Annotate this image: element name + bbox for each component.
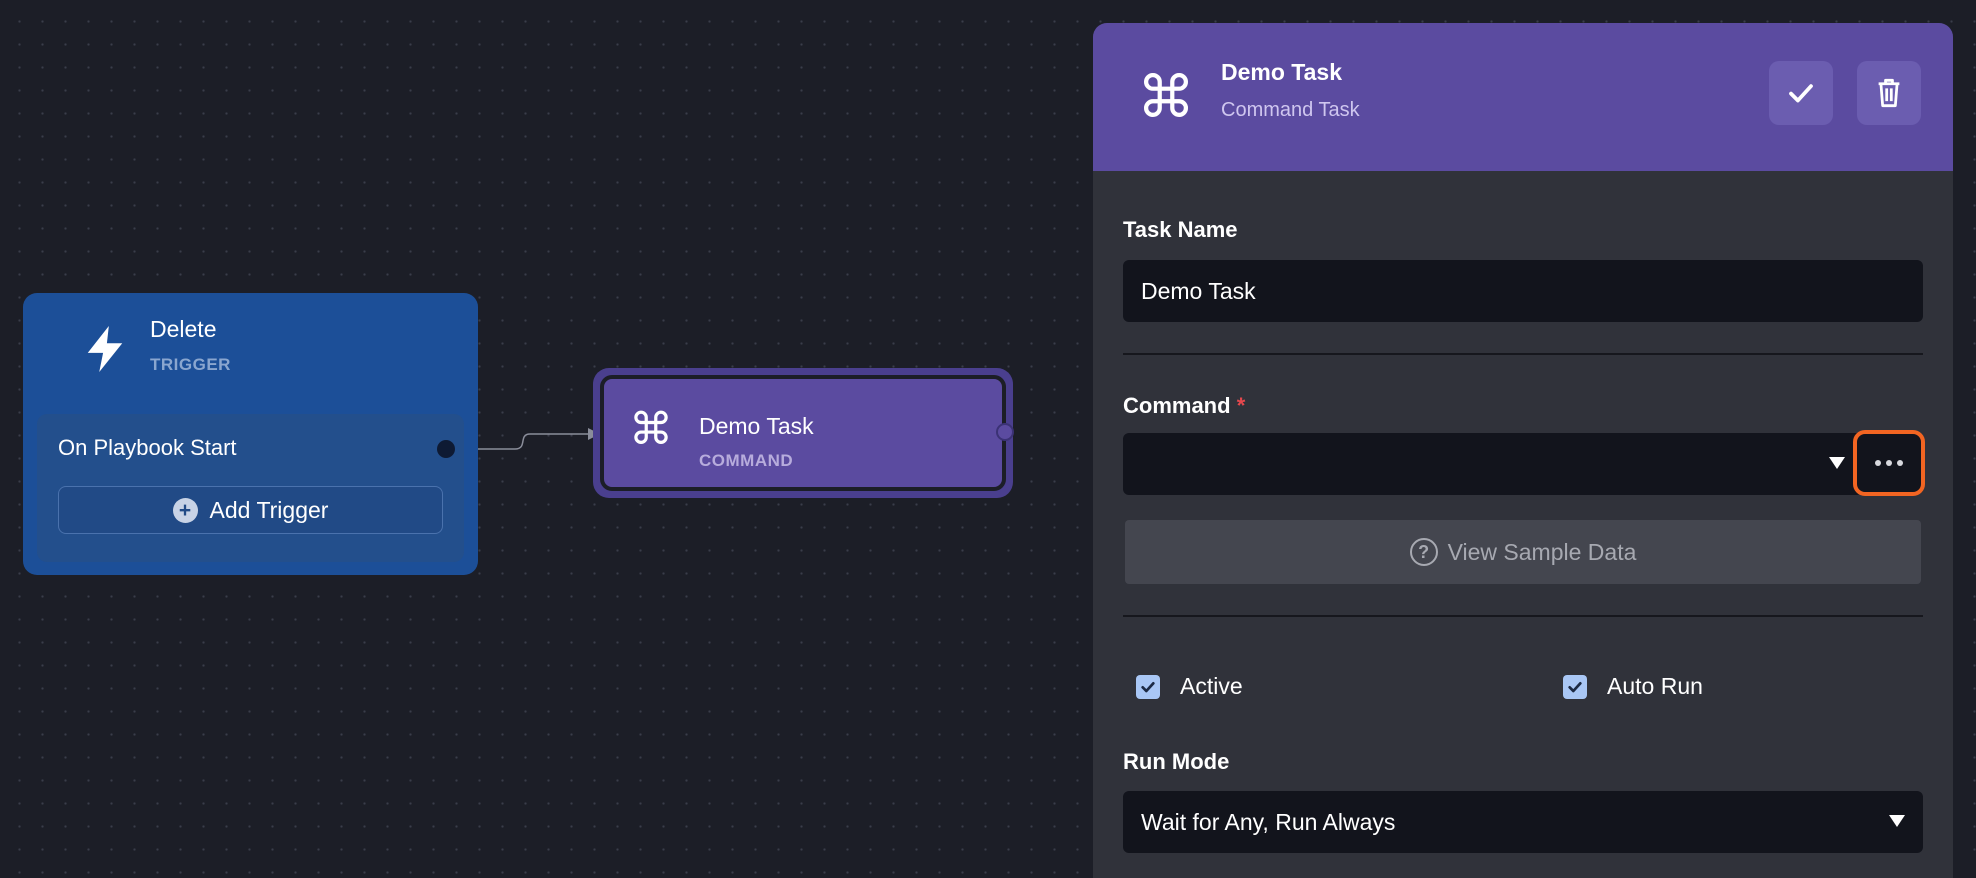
view-sample-data-label: View Sample Data <box>1447 538 1637 565</box>
command-task-node-body: ⌘ Demo Task COMMAND <box>600 375 1006 491</box>
trigger-event-card: On Playbook Start + Add Trigger <box>37 414 464 562</box>
command-more-options-button[interactable] <box>1853 430 1925 496</box>
view-sample-data-button[interactable]: ? View Sample Data <box>1125 520 1921 584</box>
trigger-node-title: Delete <box>150 316 217 342</box>
plus-circle-icon: + <box>172 497 198 523</box>
more-dot <box>1897 460 1903 466</box>
run-mode-label: Run Mode <box>1123 749 1230 774</box>
auto-run-label: Auto Run <box>1607 673 1703 699</box>
add-trigger-label: Add Trigger <box>209 496 329 523</box>
panel-title: Demo Task <box>1221 59 1343 85</box>
active-label: Active <box>1180 673 1243 699</box>
command-task-node[interactable]: ⌘ Demo Task COMMAND <box>593 368 1013 498</box>
command-select[interactable] <box>1123 433 1863 495</box>
panel-header: ⌘ Demo Task Command Task <box>1093 23 1953 171</box>
trigger-node-type: TRIGGER <box>150 355 231 374</box>
auto-run-option[interactable]: Auto Run <box>1563 673 1703 700</box>
divider <box>1123 353 1923 355</box>
command-node-type: COMMAND <box>699 451 794 470</box>
more-dot <box>1886 460 1892 466</box>
question-circle-icon: ? <box>1409 538 1438 566</box>
trash-icon <box>1878 78 1900 108</box>
command-output-port[interactable] <box>996 423 1014 441</box>
task-editor-panel: ⌘ Demo Task Command Task Task Name Demo … <box>1093 23 1953 878</box>
trigger-node[interactable]: Delete TRIGGER On Playbook Start + Add T… <box>23 293 478 575</box>
command-label-text: Command <box>1123 393 1231 418</box>
run-mode-value: Wait for Any, Run Always <box>1141 808 1396 835</box>
check-icon <box>1141 681 1155 692</box>
run-mode-select[interactable]: Wait for Any, Run Always <box>1123 791 1923 853</box>
check-icon <box>1789 84 1813 103</box>
trigger-event-label: On Playbook Start <box>58 435 237 460</box>
required-mark: * <box>1236 393 1246 418</box>
save-button[interactable] <box>1769 61 1833 125</box>
task-name-label: Task Name <box>1123 217 1238 242</box>
command-node-title: Demo Task <box>699 413 814 439</box>
divider <box>1123 615 1923 617</box>
delete-button[interactable] <box>1857 61 1921 125</box>
more-dot <box>1875 460 1881 466</box>
chevron-down-icon <box>1829 457 1845 469</box>
task-name-input[interactable]: Demo Task <box>1123 260 1923 322</box>
trigger-output-port[interactable] <box>437 440 455 458</box>
command-label: Command * <box>1123 393 1245 419</box>
auto-run-checkbox[interactable] <box>1563 674 1587 699</box>
add-trigger-button[interactable]: + Add Trigger <box>58 486 443 534</box>
lightning-bolt-icon <box>75 319 135 379</box>
panel-subtitle: Command Task <box>1221 99 1360 121</box>
check-icon <box>1568 681 1582 692</box>
chevron-down-icon <box>1889 815 1905 827</box>
active-checkbox[interactable] <box>1136 674 1160 699</box>
active-option[interactable]: Active <box>1136 673 1243 700</box>
command-key-icon: ⌘ <box>1137 65 1195 130</box>
command-key-icon: ⌘ <box>629 405 673 454</box>
